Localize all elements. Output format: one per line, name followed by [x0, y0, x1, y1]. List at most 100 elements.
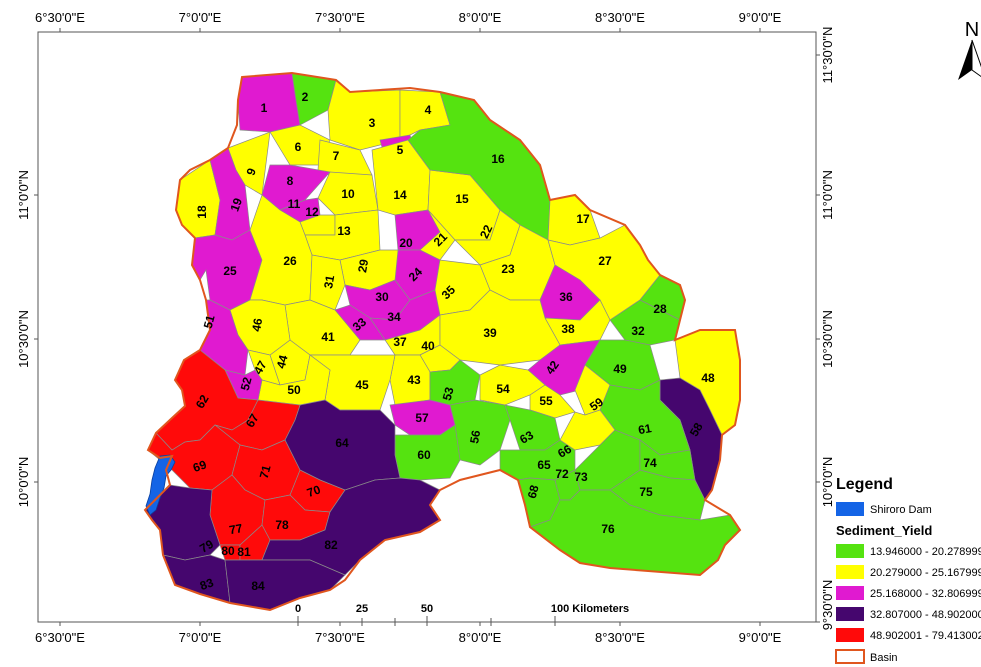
subbasin-label-58: 58	[687, 420, 706, 439]
lon-label: 7°0'0"E	[179, 630, 222, 645]
subbasin-label-55: 55	[539, 394, 553, 408]
legend-class-label: 25.168000 - 32.806999	[870, 588, 981, 600]
scale-tick-label: 0	[295, 603, 301, 615]
subbasin-label-63: 63	[517, 428, 536, 447]
subbasin-label-81: 81	[237, 545, 251, 559]
subbasin-label-41: 41	[321, 330, 335, 344]
subbasin-label-67: 67	[243, 411, 262, 430]
legend-swatch-dam	[836, 502, 864, 516]
lat-label: 11°30'0"N	[820, 27, 835, 84]
subbasin-label-70: 70	[305, 482, 323, 500]
subbasin-label-68: 68	[525, 483, 542, 500]
subbasin-66	[559, 409, 616, 451]
graticule-ticks	[34, 28, 820, 626]
subbasin-label-5: 5	[397, 143, 404, 157]
scale-tick-label: 50	[421, 603, 433, 615]
subbasin-label-38: 38	[561, 322, 575, 336]
subbasin-label-72: 72	[555, 467, 569, 481]
subbasin-label-6: 6	[295, 140, 302, 154]
legend: Legend Shiroro Dam Sediment_Yield 13.946…	[835, 476, 981, 664]
subbasin-label-26: 26	[283, 254, 297, 268]
subbasin-label-16: 16	[491, 152, 505, 166]
subbasin-label-2: 2	[302, 90, 309, 104]
lon-label: 8°0'0"E	[459, 10, 502, 25]
left-latitude-labels: 11°0'0"N 10°30'0"N 10°0'0"N	[16, 170, 31, 507]
legend-swatch-class	[836, 586, 864, 600]
subbasin-label-77: 77	[228, 521, 244, 537]
subbasin-label-40: 40	[421, 339, 435, 353]
lat-label: 11°0'0"N	[16, 170, 31, 220]
basin-outline	[143, 71, 742, 612]
subbasin-label-25: 25	[223, 264, 237, 278]
subbasin-label-11: 11	[288, 197, 301, 211]
lat-label: 9°30'0"N	[820, 580, 835, 631]
north-arrow-icon	[958, 40, 972, 80]
subbasin-label-49: 49	[613, 362, 627, 376]
subbasin-label-79: 79	[197, 537, 216, 556]
legend-class-label: 32.807000 - 48.902000	[870, 609, 981, 621]
north-arrow-icon-right	[971, 39, 981, 78]
north-arrow-label: N	[965, 19, 979, 41]
subbasin-label-37: 37	[393, 335, 407, 349]
subbasin-label-46: 46	[249, 317, 265, 333]
subbasin-label-51: 51	[201, 313, 218, 330]
subbasin-label-39: 39	[483, 326, 497, 340]
lon-label: 9°0'0"E	[739, 10, 782, 25]
lon-label: 8°0'0"E	[459, 630, 502, 645]
legend-class-label: 48.902001 - 79.413002	[870, 630, 981, 642]
subbasin-label-50: 50	[287, 383, 301, 397]
subbasin-label-34: 34	[387, 310, 401, 324]
lon-label: 8°30'0"E	[595, 10, 645, 25]
subbasin-label-54: 54	[496, 382, 510, 396]
north-arrow: N	[958, 19, 981, 80]
subbasin-label-17: 17	[576, 212, 590, 226]
subbasin-label-10: 10	[341, 187, 355, 201]
subbasin-label-53: 53	[440, 385, 457, 402]
subbasin-69	[147, 424, 241, 491]
shiroro-dam	[145, 454, 176, 516]
subbasin-label-69: 69	[191, 457, 209, 475]
lat-label: 10°0'0"N	[820, 457, 835, 508]
lon-label: 8°30'0"E	[595, 630, 645, 645]
subbasin-label-27: 27	[598, 254, 612, 268]
subbasin-label-1: 1	[261, 101, 268, 115]
subbasin-label-15: 15	[455, 192, 469, 206]
subbasin-label-22: 22	[477, 222, 495, 240]
subbasin-label-73: 73	[574, 470, 588, 484]
subbasin-label-62: 62	[193, 392, 212, 411]
subbasin-label-19: 19	[227, 196, 245, 214]
legend-swatch-class	[836, 607, 864, 621]
subbasin-label-80: 80	[221, 544, 235, 558]
lat-label: 11°0'0"N	[820, 170, 835, 220]
lon-label: 9°0'0"E	[739, 630, 782, 645]
subbasin-label-76: 76	[601, 522, 615, 536]
scale-bar: 0 25 50 100 Kilometers	[295, 603, 629, 626]
subbasin-label-82: 82	[324, 538, 338, 552]
lat-label: 10°30'0"N	[16, 310, 31, 368]
subbasin-label-66: 66	[555, 442, 574, 461]
subbasin-label-74: 74	[643, 456, 657, 470]
subbasin-label-36: 36	[559, 290, 573, 304]
bottom-longitude-labels: 6°30'0"E 7°0'0"E 7°30'0"E 8°0'0"E 8°30'0…	[35, 630, 782, 645]
lon-label: 7°30'0"E	[315, 10, 365, 25]
subbasin-polygons	[144, 72, 741, 611]
subbasin-label-8: 8	[287, 174, 294, 188]
subbasin-label-75: 75	[639, 485, 653, 499]
legend-sediment-title: Sediment_Yield	[836, 523, 932, 538]
subbasin-label-60: 60	[417, 448, 431, 462]
subbasin-label-48: 48	[701, 371, 715, 385]
subbasin-label-47: 47	[251, 358, 270, 377]
lon-label: 7°30'0"E	[315, 630, 365, 645]
subbasin-label-30: 30	[375, 290, 389, 304]
subbasin-label-14: 14	[393, 188, 407, 202]
top-longitude-labels: 6°30'0"E 7°0'0"E 7°30'0"E 8°0'0"E 8°30'0…	[35, 10, 782, 25]
subbasin-label-3: 3	[369, 116, 376, 130]
legend-title: Legend	[836, 476, 893, 493]
legend-class-label: 13.946000 - 20.278999	[870, 546, 981, 558]
subbasin-label-4: 4	[425, 103, 432, 117]
subbasin-label-29: 29	[355, 258, 371, 274]
subbasin-label-9: 9	[244, 166, 260, 177]
lon-label: 7°0'0"E	[179, 10, 222, 25]
lat-label: 10°30'0"N	[820, 310, 835, 368]
